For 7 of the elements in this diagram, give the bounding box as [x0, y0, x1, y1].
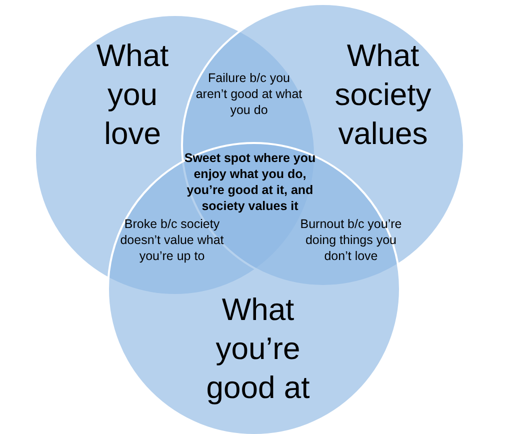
circle-label: What you’re good at — [205, 291, 311, 407]
circle-label: What society values — [334, 37, 432, 153]
overlap-label: Failure b/c you aren’t good at what you do — [194, 70, 304, 118]
circle-label: What you love — [95, 37, 170, 153]
overlap-label: Broke b/c society doesn’t value what you’re up to — [119, 216, 225, 264]
overlap-label: Burnout b/c you’re doing things you don’t love — [299, 216, 403, 264]
overlap-label: Sweet spot where you enjoy what you do, you’re good at it, and society values it — [183, 150, 317, 214]
